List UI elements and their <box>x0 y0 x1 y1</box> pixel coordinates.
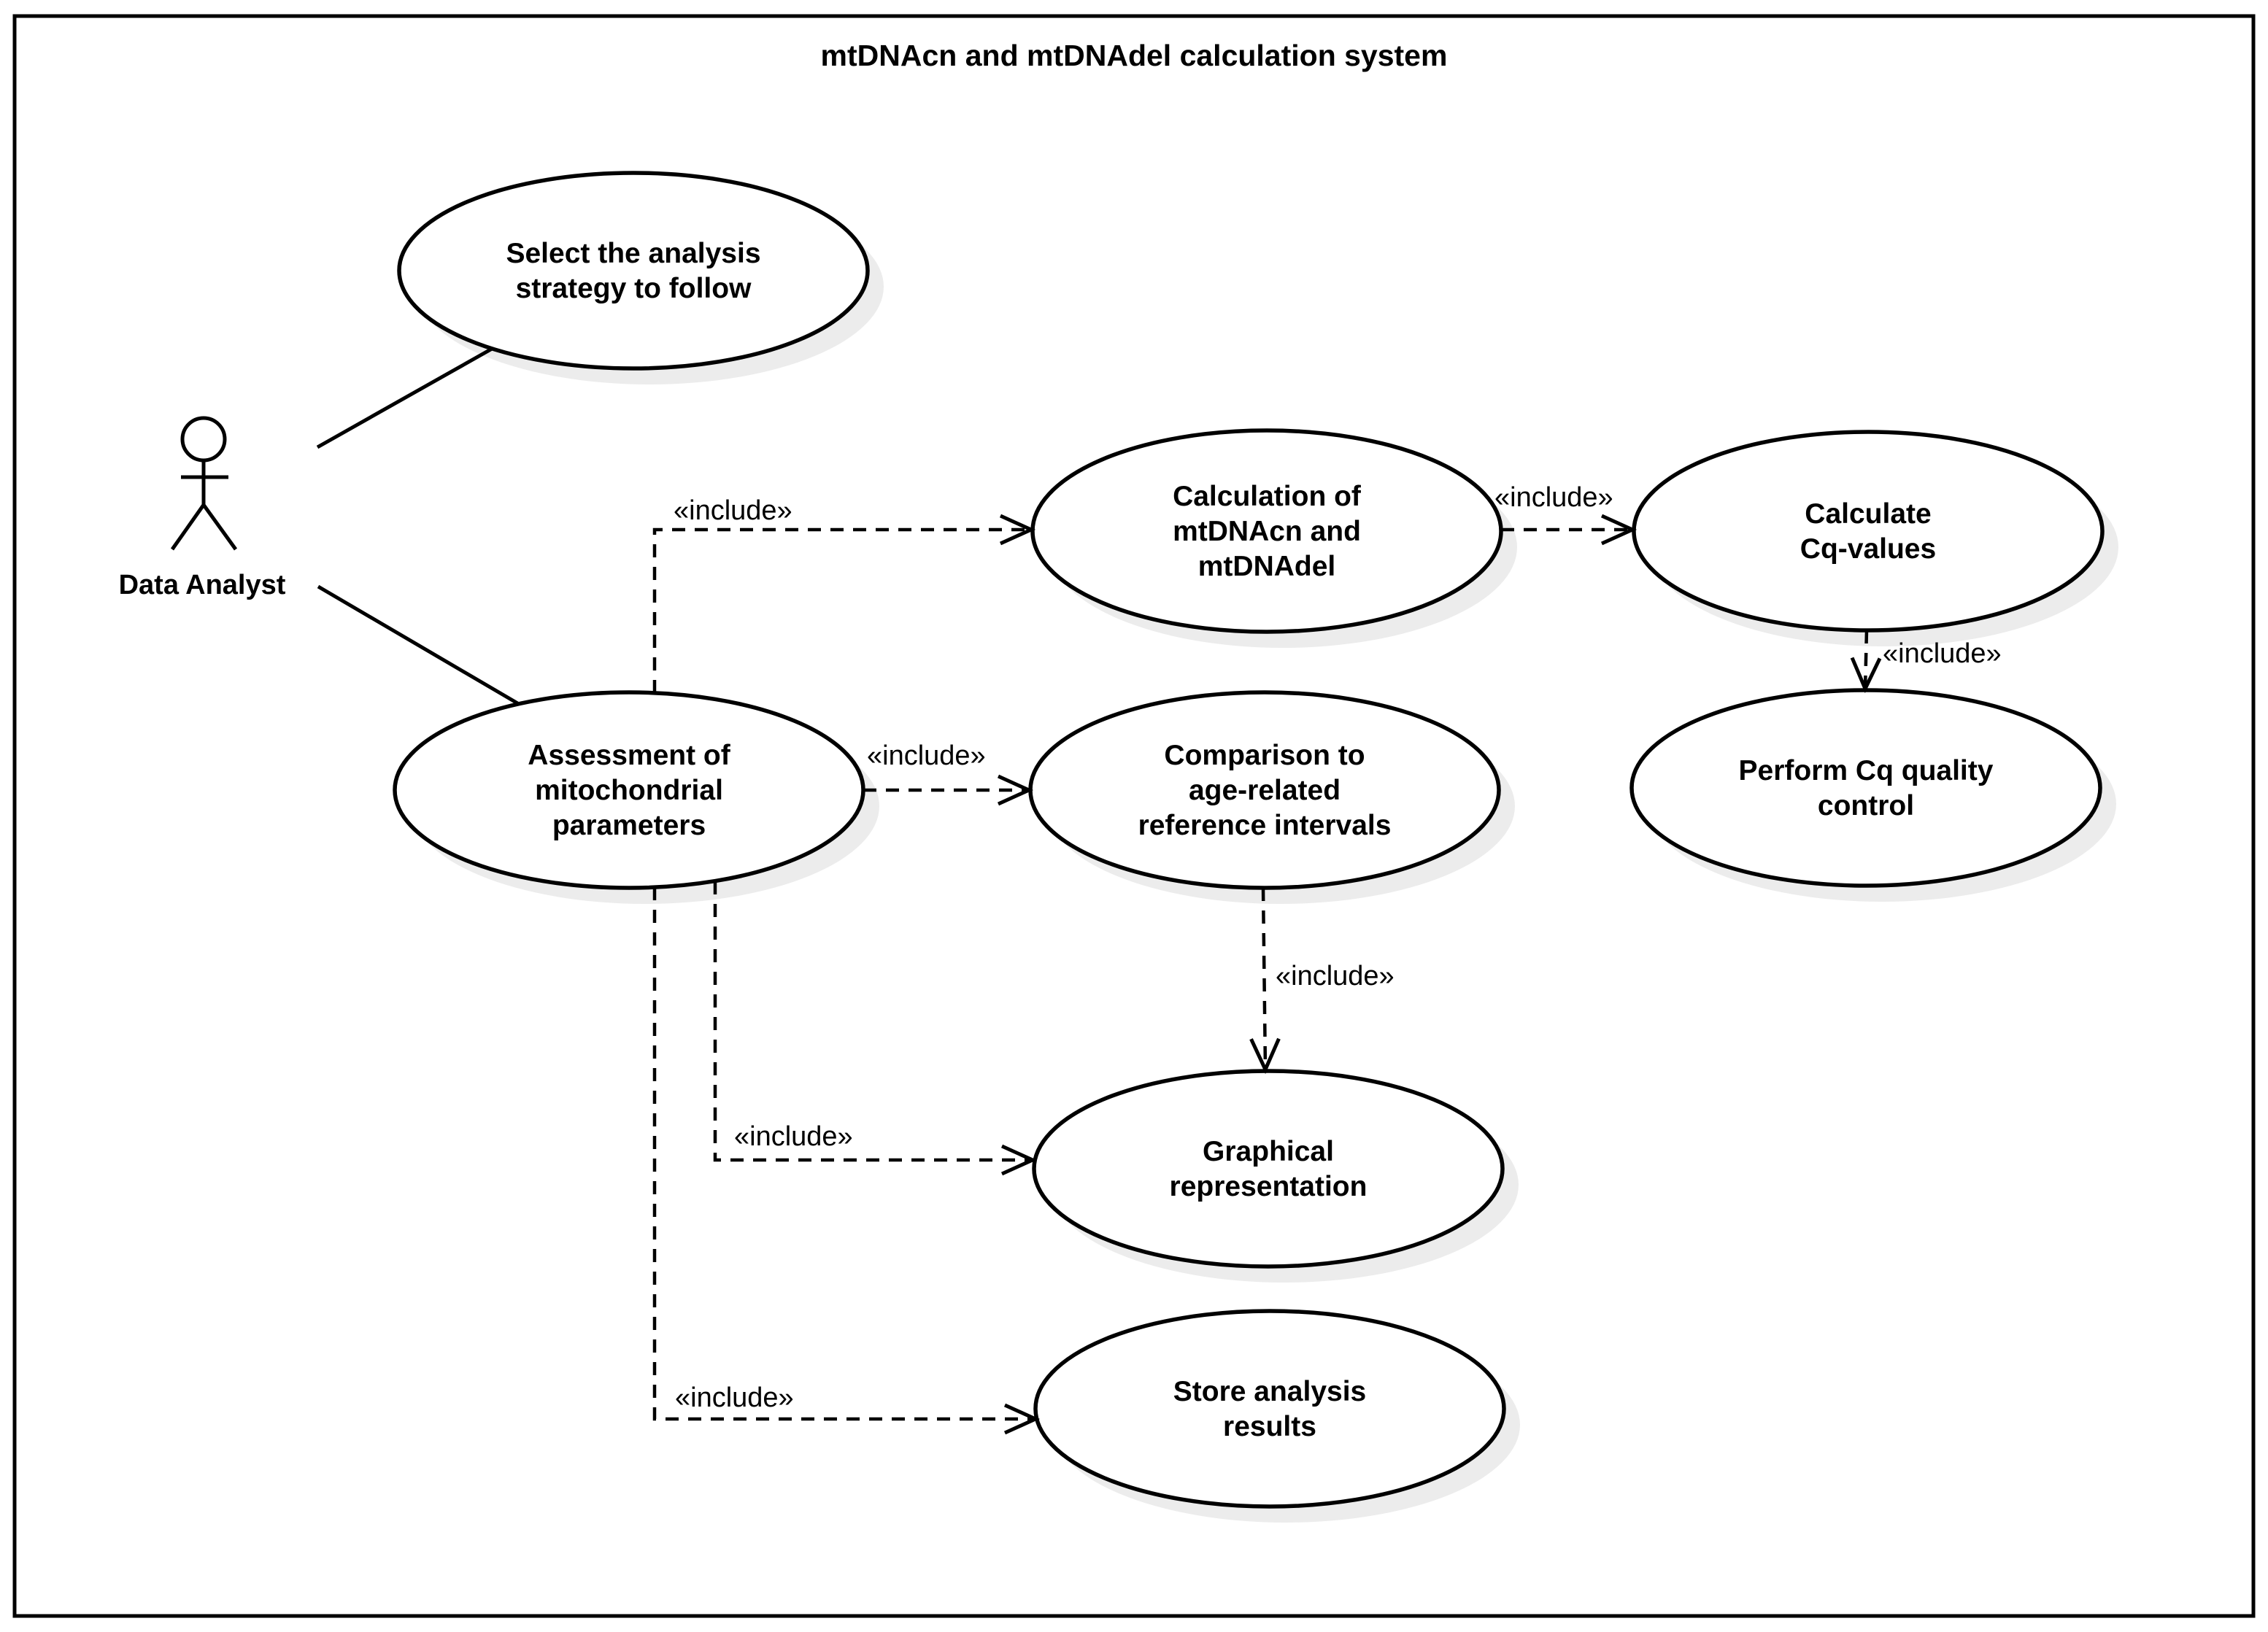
use-case-ellipse-graphical-representation <box>1032 1069 1505 1269</box>
use-case-label-line: Graphical <box>1203 1136 1334 1167</box>
use-case-label-line: results <box>1223 1411 1316 1442</box>
include-label-assessment-to-comparison: «include» <box>867 740 986 771</box>
use-case-label-line: parameters <box>552 810 706 841</box>
use-case-label-line: representation <box>1170 1171 1368 1202</box>
use-case-label-calculation-mtdnacn-mtdnadel: Calculation of mtDNAcn and mtDNAdel <box>1173 481 1362 582</box>
use-case-label-line: Calculate <box>1805 498 1931 530</box>
use-case-label-assessment-mitochondrial-parameters: Assessment of mitochondrial parameters <box>528 740 730 841</box>
use-case-label-line: Comparison to <box>1164 740 1365 771</box>
use-case-label-select-analysis-strategy: Select the analysis strategy to follow <box>506 238 760 304</box>
use-case-label-line: control <box>1818 790 1914 821</box>
include-arrow-assessment-to-store <box>652 887 1041 1435</box>
diagram-title: mtDNAcn and mtDNAdel calculation system <box>821 39 1448 72</box>
include-label-assessment-to-store: «include» <box>675 1382 794 1413</box>
include-label-comparison-to-graphical: «include» <box>1276 961 1395 991</box>
use-case-label-line: mtDNAdel <box>1198 551 1336 582</box>
use-case-label-line: Select the analysis <box>506 238 760 269</box>
actor-label: Data Analyst <box>119 570 286 600</box>
association-line-analyst-assessment <box>317 584 520 706</box>
actor-leg-left <box>170 503 206 551</box>
include-label-assessment-to-graphical: «include» <box>734 1121 853 1152</box>
use-case-label-line: Cq-values <box>1800 533 1936 565</box>
use-case-ellipse-store-analysis-results <box>1033 1309 1506 1509</box>
diagram-frame <box>12 14 2256 1618</box>
use-case-label-comparison-age-related-reference-intervals: Comparison to age-related reference interv… <box>1138 740 1392 841</box>
use-case-layer: Select the analysis strategy to followCal… <box>393 171 2105 1509</box>
actor-leg-right <box>201 503 238 551</box>
use-case-label-graphical-representation: Graphical representation <box>1170 1136 1368 1202</box>
use-case-label-line: strategy to follow <box>516 273 752 304</box>
actor-head <box>180 416 227 463</box>
include-label-cq-values-to-quality-control: «include» <box>1883 638 2002 669</box>
use-case-label-store-analysis-results: Store analysis results <box>1173 1376 1366 1442</box>
include-label-assessment-to-calculation: «include» <box>674 495 792 526</box>
include-arrow-assessment-to-graphical <box>713 881 1038 1176</box>
use-case-label-line: reference intervals <box>1138 810 1392 841</box>
use-case-label-line: Calculation of <box>1173 481 1362 512</box>
use-case-label-line: age-related <box>1189 775 1341 806</box>
use-case-label-line: mtDNAcn and <box>1173 516 1361 547</box>
include-arrow-assessment-to-calculation <box>652 514 1036 693</box>
association-line-analyst-select-strategy <box>316 346 495 449</box>
use-case-label-line: Store analysis <box>1173 1376 1366 1407</box>
use-case-label-line: Perform Cq quality <box>1739 755 1994 786</box>
use-case-ellipse-calculate-cq-values <box>1632 430 2105 633</box>
use-case-label-line: Assessment of <box>528 740 730 771</box>
use-case-ellipse-perform-cq-quality-control <box>1629 688 2102 888</box>
include-arrow-cq-values-to-quality-control <box>1850 630 1882 694</box>
actor-data-analyst <box>170 416 238 551</box>
actor-layer: Data Analyst <box>119 416 286 600</box>
include-label-calculation-to-cq-values: «include» <box>1494 482 1613 513</box>
include-arrow-comparison-to-graphical <box>1249 887 1281 1075</box>
use-case-label-perform-cq-quality-control: Perform Cq quality control <box>1739 755 1994 821</box>
association-layer <box>316 346 520 706</box>
use-case-ellipse-select-analysis-strategy <box>397 171 870 371</box>
include-edge-layer: «include» «include» «include» «include» «inc… <box>652 482 2002 1435</box>
use-case-label-line: mitochondrial <box>535 775 723 806</box>
